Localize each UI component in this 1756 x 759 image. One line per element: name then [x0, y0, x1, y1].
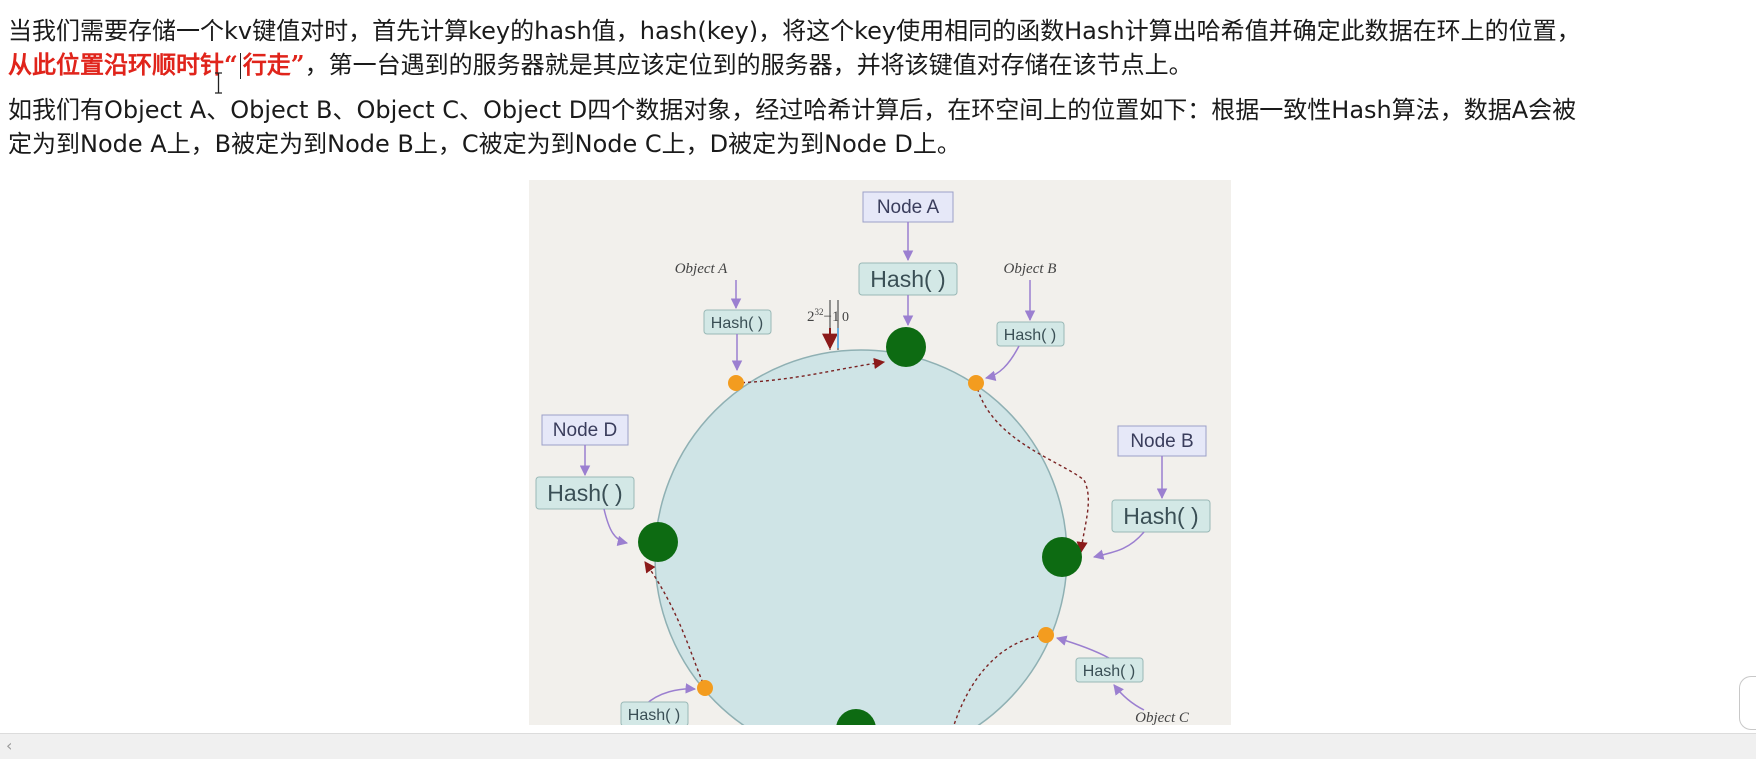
node-a-hash-label: Hash( ) — [870, 266, 945, 292]
node-b — [1042, 537, 1082, 577]
consistent-hash-ring-figure: 232−1 0 Node A Hash( ) Object A Hash( ) … — [529, 180, 1231, 725]
highlighted-text: 行走” — [242, 50, 305, 79]
paragraph-line: 从此位置沿环顺时针“行走”，第一台遇到的服务器就是其应该定位到的服务器，并将该键… — [8, 48, 1748, 82]
paragraph-line: 当我们需要存储一个kv键值对时，首先计算key的hash值，hash(key)，… — [8, 17, 1581, 45]
node-b-hash-label: Hash( ) — [1123, 503, 1198, 529]
node-d-box — [541, 414, 629, 446]
object-d-hash-box — [620, 701, 689, 725]
object-c-hash-box — [1075, 657, 1144, 683]
hash-ring — [654, 349, 1068, 725]
paragraph-line: 如我们有Object A、Object B、Object C、Object D四… — [8, 96, 1577, 124]
path-object-c-to-node-c — [953, 634, 1047, 725]
highlighted-text: 从此位置沿环顺时针“ — [8, 50, 238, 79]
node-d-label: Node D — [553, 420, 617, 441]
ring-max-label: 232−1 — [807, 307, 839, 325]
object-c-point — [1038, 627, 1054, 643]
node-c — [836, 709, 876, 725]
svg-text:Hash( ): Hash( ) — [711, 315, 763, 332]
paragraph-text: ，第一台遇到的服务器就是其应该定位到的服务器，并将该键值对存储在该节点上。 — [304, 51, 1193, 79]
node-a-label: Node A — [877, 197, 940, 218]
text-cursor-icon — [215, 72, 222, 94]
object-a-point — [728, 375, 744, 391]
node-d-hash-label: Hash( ) — [547, 480, 622, 506]
paragraph-line: 定为到Node A上，B被定为到Node B上，C被定为到Node C上，D被定… — [8, 130, 961, 158]
paragraph-object-mapping: 如我们有Object A、Object B、Object C、Object D四… — [8, 93, 1748, 161]
node-d-hash-box — [535, 476, 635, 510]
horizontal-scrollbar[interactable]: ‹ — [0, 733, 1756, 759]
path-object-b-to-node-b — [975, 382, 1090, 554]
object-b-hash-box — [996, 321, 1065, 347]
object-d-point — [697, 680, 713, 696]
svg-text:Hash( ): Hash( ) — [628, 707, 680, 724]
node-a — [886, 327, 926, 367]
node-b-hash-box — [1111, 499, 1211, 533]
object-b-point — [968, 375, 984, 391]
object-a-label: Object A — [675, 261, 728, 277]
path-object-d-to-node-d — [644, 561, 706, 689]
path-object-a-to-node-a — [735, 357, 886, 384]
paragraph-hash-intro: 当我们需要存储一个kv键值对时，首先计算key的hash值，hash(key)，… — [8, 14, 1748, 82]
node-d — [638, 522, 678, 562]
svg-text:Hash( ): Hash( ) — [1083, 663, 1135, 680]
svg-text:Hash( ): Hash( ) — [1004, 327, 1056, 344]
ring-zero-label: 0 — [842, 310, 849, 325]
text-caret — [239, 53, 241, 79]
side-panel-tab[interactable] — [1739, 676, 1756, 730]
object-c-label: Object C — [1135, 710, 1190, 725]
scroll-left-arrow-icon[interactable]: ‹ — [6, 736, 13, 755]
object-b-label: Object B — [1004, 261, 1057, 277]
node-b-box — [1117, 425, 1207, 457]
node-b-label: Node B — [1130, 431, 1193, 452]
